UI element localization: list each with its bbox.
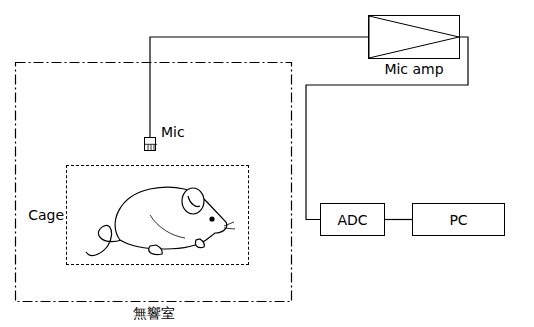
microphone: Mic xyxy=(144,137,156,151)
chamber-border xyxy=(16,63,292,302)
chamber-outline xyxy=(15,62,292,302)
adc-box: ADC xyxy=(320,203,385,236)
signal-wire xyxy=(385,219,412,220)
amplifier-triangle xyxy=(369,16,459,58)
node-label: PC xyxy=(449,212,467,228)
grille-line xyxy=(148,144,149,151)
amplifier-box: Mic amp xyxy=(368,15,460,59)
node-label: Mic xyxy=(161,124,185,140)
node-label: ADC xyxy=(337,212,367,228)
mouse-body xyxy=(115,187,227,249)
mouse-hind-foot xyxy=(149,245,162,255)
amp-symbol xyxy=(369,16,461,60)
mouse-ear xyxy=(182,188,204,214)
node-label: Mic amp xyxy=(384,61,443,77)
mouse-fur-line xyxy=(150,215,185,238)
mic-grille xyxy=(145,138,157,152)
signal-wire xyxy=(150,37,368,137)
mouse-ear-inner xyxy=(188,196,200,207)
grille-line xyxy=(154,144,155,151)
node-label: Cage xyxy=(28,207,64,223)
grille-line xyxy=(145,144,157,145)
grille-line xyxy=(151,144,152,151)
pc-box: PC xyxy=(412,203,505,236)
anechoic-chamber: 無響室MicCage xyxy=(15,62,292,302)
mouse-whisker xyxy=(224,222,235,229)
cage-box: Cage xyxy=(66,165,249,265)
node-label: 無響室 xyxy=(133,305,175,321)
signal-wire xyxy=(306,37,468,220)
mouse-front-foot xyxy=(195,239,204,248)
mouse-eye xyxy=(210,217,214,221)
